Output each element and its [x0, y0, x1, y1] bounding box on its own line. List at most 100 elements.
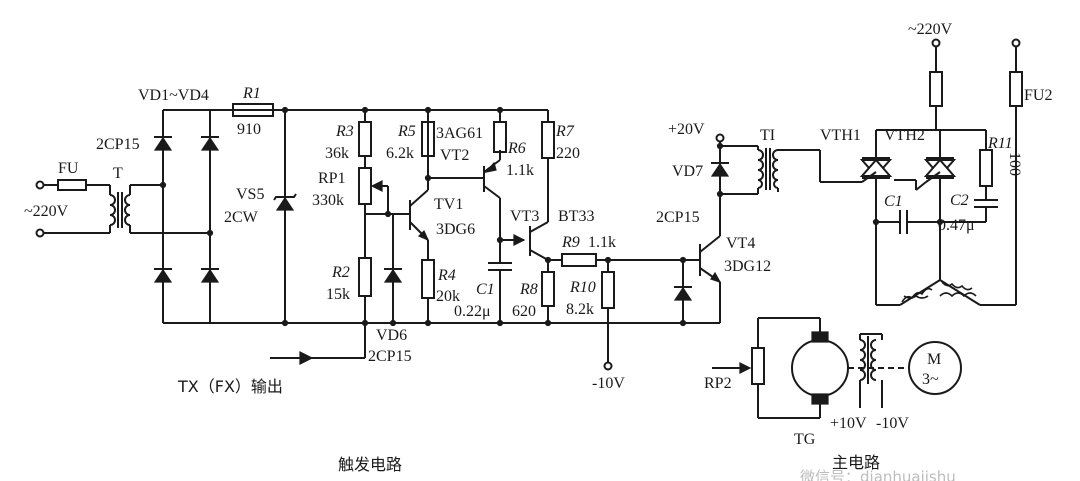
- ti-label: TI: [760, 127, 775, 144]
- resistor-r11: [979, 130, 993, 200]
- diode-vd7: [710, 146, 730, 194]
- plus10-label: +10V: [830, 415, 867, 432]
- m-type: 3~: [922, 371, 939, 388]
- transistor-vt4: [699, 194, 722, 323]
- minus10-label: -10V: [592, 375, 625, 392]
- tv1-type: 3DG6: [436, 221, 475, 238]
- capacitor-c1: [488, 240, 512, 327]
- pulse-transformer-ti: [757, 148, 862, 192]
- trigger-caption: 触发电路: [338, 455, 402, 474]
- rp1-value: 330k: [312, 192, 344, 209]
- main-caption: 主电路: [832, 453, 880, 472]
- capacitor-c1-main: [872, 210, 944, 234]
- c1-label: C1: [476, 281, 495, 298]
- resistor-r9: [548, 253, 700, 267]
- r3-label: R3: [335, 123, 354, 140]
- r8-label: R8: [519, 281, 538, 298]
- r6-value: 1.1k: [506, 162, 534, 179]
- motor-winding: [876, 222, 1016, 306]
- capacitor-c2: [940, 199, 998, 223]
- section-captions: 触发电路 主电路: [338, 453, 880, 474]
- ujt-vt3: [496, 216, 549, 261]
- diode-vd6: [365, 210, 410, 327]
- r7-value: 220: [556, 145, 580, 162]
- diode-clamp: [673, 260, 693, 327]
- vt3-type: BT33: [558, 208, 594, 225]
- resistor-r6: [493, 106, 507, 153]
- r4-label: R4: [437, 267, 456, 284]
- r8-value: 620: [512, 303, 536, 320]
- vd7-label: VD7: [672, 163, 703, 180]
- r11-label: R11: [987, 135, 1013, 152]
- vt4-label: VT4: [726, 235, 755, 252]
- t-label: T: [113, 165, 123, 182]
- r10-value: 8.2k: [566, 301, 594, 318]
- resistor-r3: [358, 106, 372, 168]
- r5-label: R5: [397, 123, 416, 140]
- vd1-vd4-label: VD1~VD4: [138, 87, 209, 104]
- resistor-r8: [541, 256, 555, 327]
- c2-label: C2: [950, 192, 969, 209]
- transformer-t: [109, 184, 210, 234]
- zener-vs5: [273, 106, 297, 327]
- vs5-label: VS5: [236, 186, 264, 203]
- motor-m: [908, 341, 962, 395]
- thyristor-vth2: [894, 130, 957, 222]
- watermark: 微信号：dianhuajishu: [800, 468, 956, 481]
- r3-value: 36k: [325, 145, 349, 162]
- tx-output-arrow: [270, 323, 366, 365]
- plus20-label: +20V: [668, 121, 705, 138]
- resistor-r5: [421, 121, 435, 157]
- tg-label: TG: [794, 431, 816, 448]
- mains-input-terminals: [35, 180, 110, 238]
- bridge-rectifier: [153, 109, 720, 324]
- tv1-label: TV1: [434, 196, 463, 213]
- vth2-label: VTH2: [884, 127, 925, 144]
- r6-label: R6: [507, 140, 526, 157]
- rp1-label: RP1: [318, 170, 346, 187]
- r9-label: R9: [561, 234, 580, 251]
- vd6-label: VD6: [376, 327, 407, 344]
- minus10-main-label: -10V: [876, 415, 909, 432]
- vth1-label: VTH1: [820, 127, 861, 144]
- resistor-r7: [541, 110, 555, 222]
- main-supply: [929, 38, 1023, 305]
- vt2-label: VT2: [440, 147, 469, 164]
- 2cp15-label: 2CP15: [96, 136, 140, 153]
- r9-value: 1.1k: [588, 234, 616, 251]
- transistor-vt2: [424, 150, 501, 216]
- vt4-type: 3DG12: [724, 258, 771, 275]
- mains-in-label: ~220V: [24, 203, 69, 220]
- supply-20v: [715, 133, 759, 198]
- tg-field-coupling: [848, 333, 905, 408]
- c1-value: 0.22μ: [454, 303, 491, 320]
- vs5-type: 2CW: [224, 209, 259, 226]
- resistor-r10: [601, 260, 615, 371]
- vd6-type: 2CP15: [368, 348, 412, 365]
- r4-value: 20k: [436, 288, 460, 305]
- r1-label: R1: [242, 85, 261, 102]
- c2-value: 0.47μ: [938, 217, 975, 234]
- r10-label: R10: [569, 279, 596, 296]
- resistor-r2: [358, 257, 372, 327]
- mains-top-label: ~220V: [908, 21, 953, 38]
- r5-value: 6.2k: [386, 145, 414, 162]
- fu-label: FU: [58, 160, 79, 177]
- r7-label: R7: [555, 123, 575, 140]
- r1-value: 910: [237, 121, 261, 138]
- r11-value: 100: [1006, 152, 1023, 176]
- thyristor-vth1: [859, 129, 986, 305]
- vt3-label: VT3: [510, 208, 539, 225]
- resistor-r4: [421, 259, 435, 327]
- potentiometer-rp2: [712, 317, 820, 419]
- rp2-label: RP2: [704, 375, 732, 392]
- c1-main-label: C1: [884, 193, 903, 210]
- txfx-label: TX（FX）输出: [177, 377, 283, 396]
- m-label: M: [927, 351, 941, 368]
- component-labels: ~220V FU T VD1~VD4 2CP15 R1 910 VS5 2CW …: [24, 21, 1052, 448]
- tachogenerator-tg: [791, 318, 849, 418]
- fuse-fu: [57, 179, 110, 191]
- vd7-type: 2CP15: [656, 209, 700, 226]
